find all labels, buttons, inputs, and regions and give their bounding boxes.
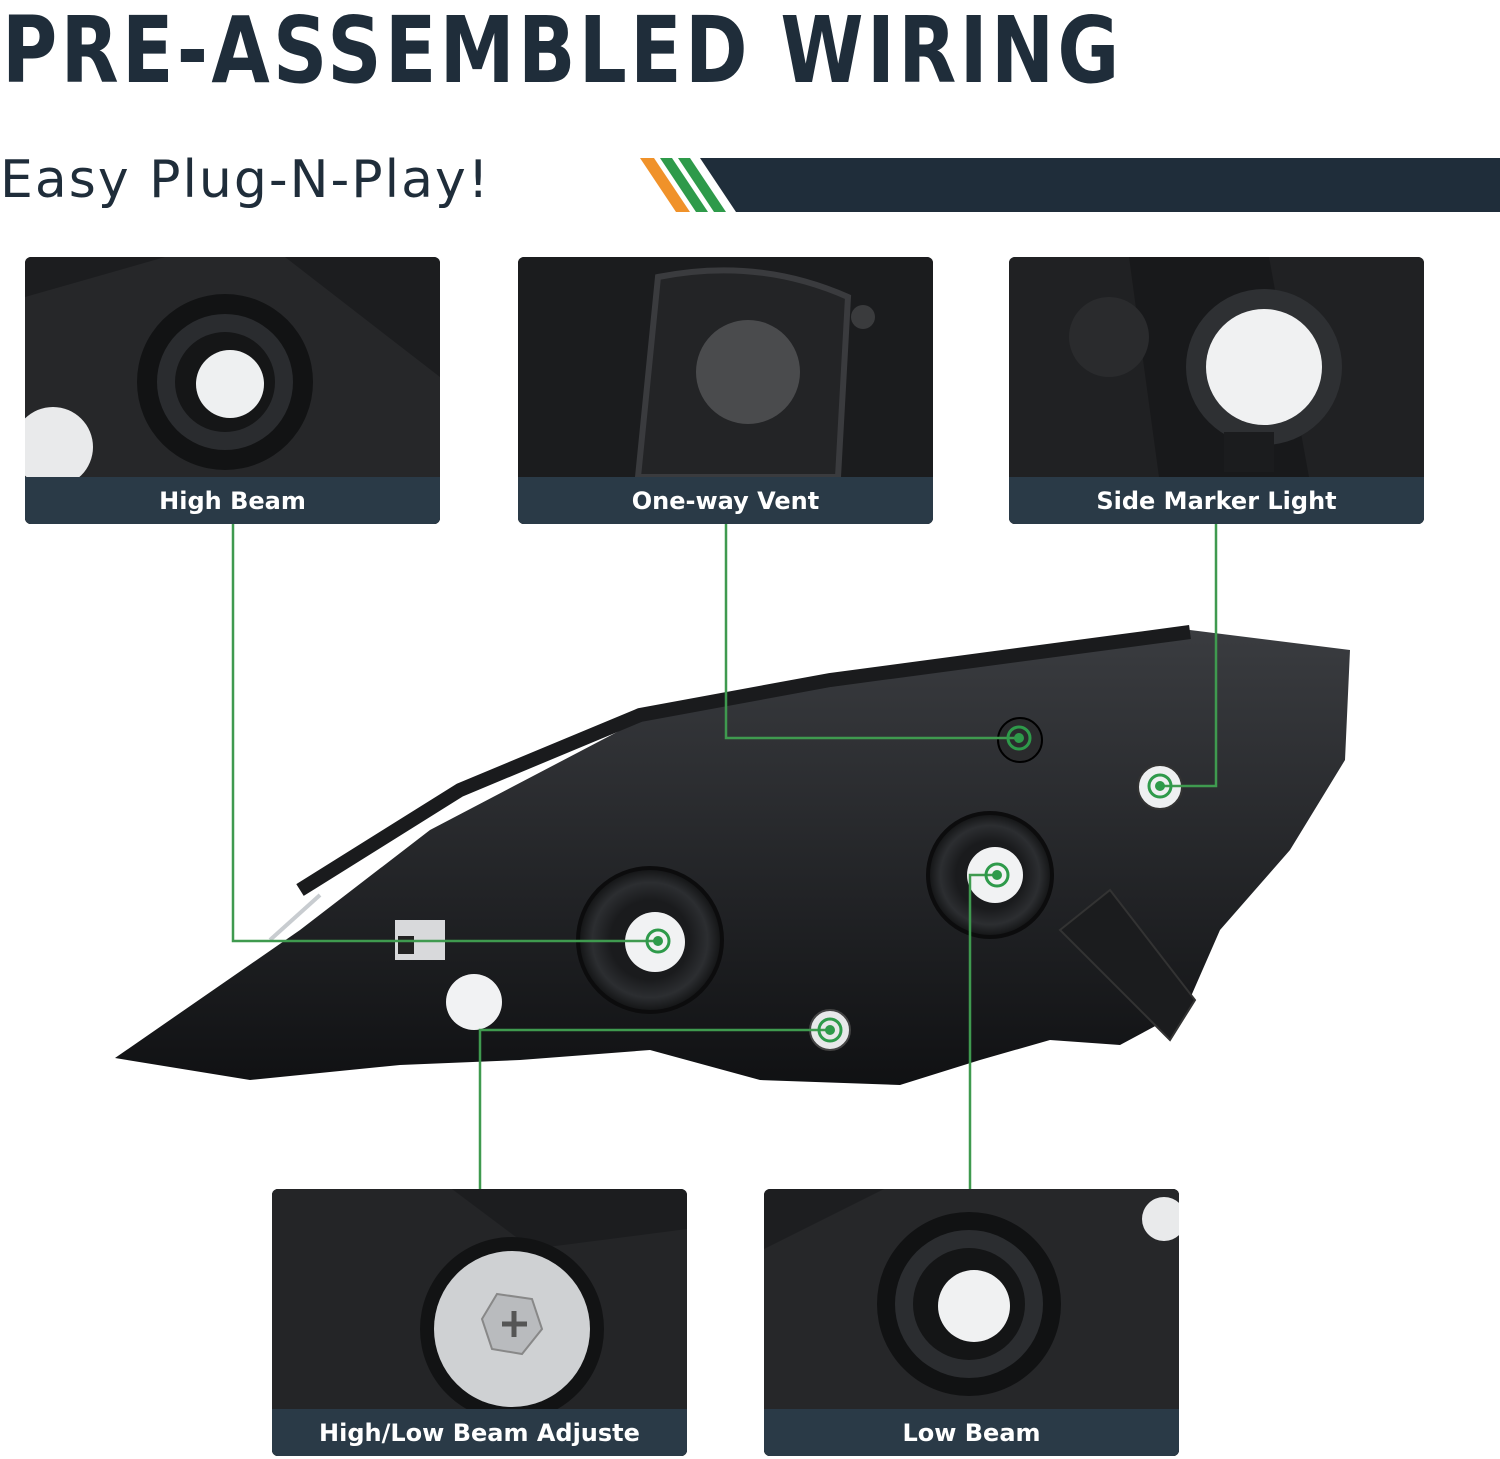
accent-bar-navy bbox=[700, 158, 1500, 212]
mounting-bracket bbox=[1058, 888, 1197, 1042]
callout-lines bbox=[231, 523, 1218, 1189]
callout-marker-side-marker bbox=[1147, 773, 1173, 799]
callout-markers bbox=[645, 725, 1173, 1043]
callout-marker-low-beam bbox=[984, 862, 1010, 888]
detail-caption-high-beam: High Beam bbox=[25, 477, 440, 524]
page-title: PRE-ASSEMBLED WIRING bbox=[2, 0, 1123, 104]
callout-line-one-way-vent bbox=[724, 523, 1019, 740]
callout-marker-one-way-vent bbox=[1006, 725, 1032, 751]
callout-line-low-beam bbox=[968, 873, 997, 1189]
detail-card-adjuster: High/Low Beam Adjuste bbox=[272, 1189, 687, 1456]
callout-marker-high-beam bbox=[645, 928, 671, 954]
callout-line-side-marker bbox=[1160, 523, 1218, 788]
detail-card-one-way-vent: One-way Vent bbox=[518, 257, 933, 524]
callout-marker-adjuster bbox=[817, 1017, 843, 1043]
accent-stripe-green-1 bbox=[660, 158, 708, 212]
housing-top-edge bbox=[296, 625, 1191, 896]
callout-line-high-beam bbox=[231, 523, 658, 943]
accent-stripe-orange bbox=[640, 158, 690, 212]
detail-caption-adjuster: High/Low Beam Adjuste bbox=[272, 1409, 687, 1456]
detail-caption-side-marker-light: Side Marker Light bbox=[1009, 477, 1424, 524]
signal-bulb-cap bbox=[446, 974, 502, 1030]
housing-chrome-edge bbox=[268, 893, 322, 942]
detail-caption-low-beam: Low Beam bbox=[764, 1409, 1179, 1456]
accent-stripe-green-2 bbox=[678, 158, 726, 212]
callout-line-adjuster bbox=[478, 1028, 830, 1189]
header-accent-bar bbox=[640, 158, 1500, 212]
page-subtitle: Easy Plug-N-Play! bbox=[0, 150, 491, 210]
detail-caption-one-way-vent: One-way Vent bbox=[518, 477, 933, 524]
detail-card-low-beam: Low Beam bbox=[764, 1189, 1179, 1456]
detail-card-side-marker-light: Side Marker Light bbox=[1009, 257, 1424, 524]
detail-card-high-beam: High Beam bbox=[25, 257, 440, 524]
qr-code-mark bbox=[398, 936, 414, 954]
